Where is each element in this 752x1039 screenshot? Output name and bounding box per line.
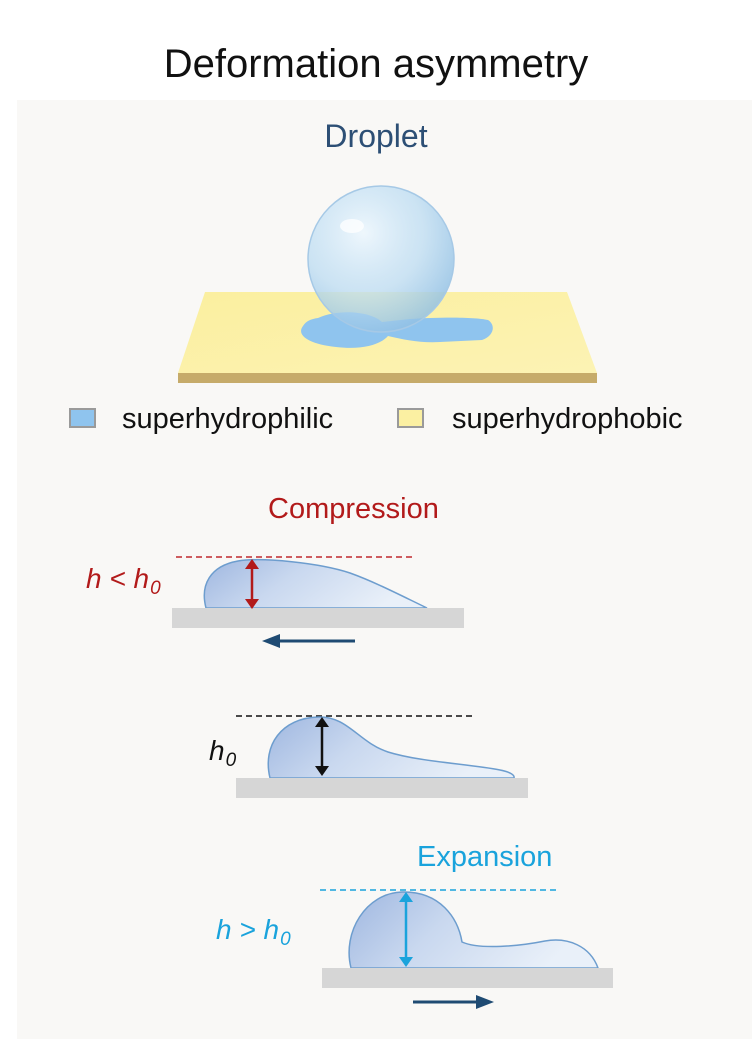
expansion-substrate	[322, 968, 613, 988]
compression-droplet	[203, 559, 428, 609]
right-arrow	[413, 995, 494, 1009]
compression-heading: Compression	[268, 493, 439, 525]
expansion-relation-text: h > h	[216, 914, 280, 945]
droplet-highlight	[340, 219, 364, 233]
expansion-heading: Expansion	[417, 841, 553, 873]
legend-label-superhydrophobic: superhydrophobic	[452, 403, 683, 435]
left-arrow	[262, 634, 355, 648]
compression-relation-subscript: 0	[150, 578, 161, 599]
compression-height-label: h < h0	[86, 563, 161, 599]
expansion-height-arrow	[399, 892, 413, 967]
neutral-height-arrow	[315, 717, 329, 776]
expansion-relation-subscript: 0	[280, 929, 291, 950]
legend-swatch-superhydrophilic	[69, 408, 96, 428]
substrate-illustration	[178, 185, 597, 383]
expansion-state	[320, 889, 613, 1009]
neutral-droplet	[267, 716, 515, 779]
droplet-heading: Droplet	[324, 118, 428, 154]
substrate-edge	[178, 373, 597, 383]
compression-relation-text: h < h	[86, 563, 150, 594]
expansion-droplet	[348, 891, 600, 969]
compression-state	[172, 556, 464, 648]
neutral-substrate	[236, 778, 528, 798]
figure-title: Deformation asymmetry	[163, 42, 589, 86]
legend-swatch-superhydrophobic	[397, 408, 424, 428]
neutral-relation-subscript: 0	[225, 750, 237, 771]
compression-height-arrow	[245, 559, 259, 609]
compression-substrate	[172, 608, 464, 628]
expansion-height-label: h > h0	[216, 914, 291, 950]
legend-label-superhydrophilic: superhydrophilic	[122, 403, 334, 435]
neutral-state	[236, 715, 528, 798]
droplet-sphere	[307, 185, 455, 333]
neutral-height-label: h0	[209, 735, 237, 771]
neutral-relation-text: h	[209, 735, 225, 766]
